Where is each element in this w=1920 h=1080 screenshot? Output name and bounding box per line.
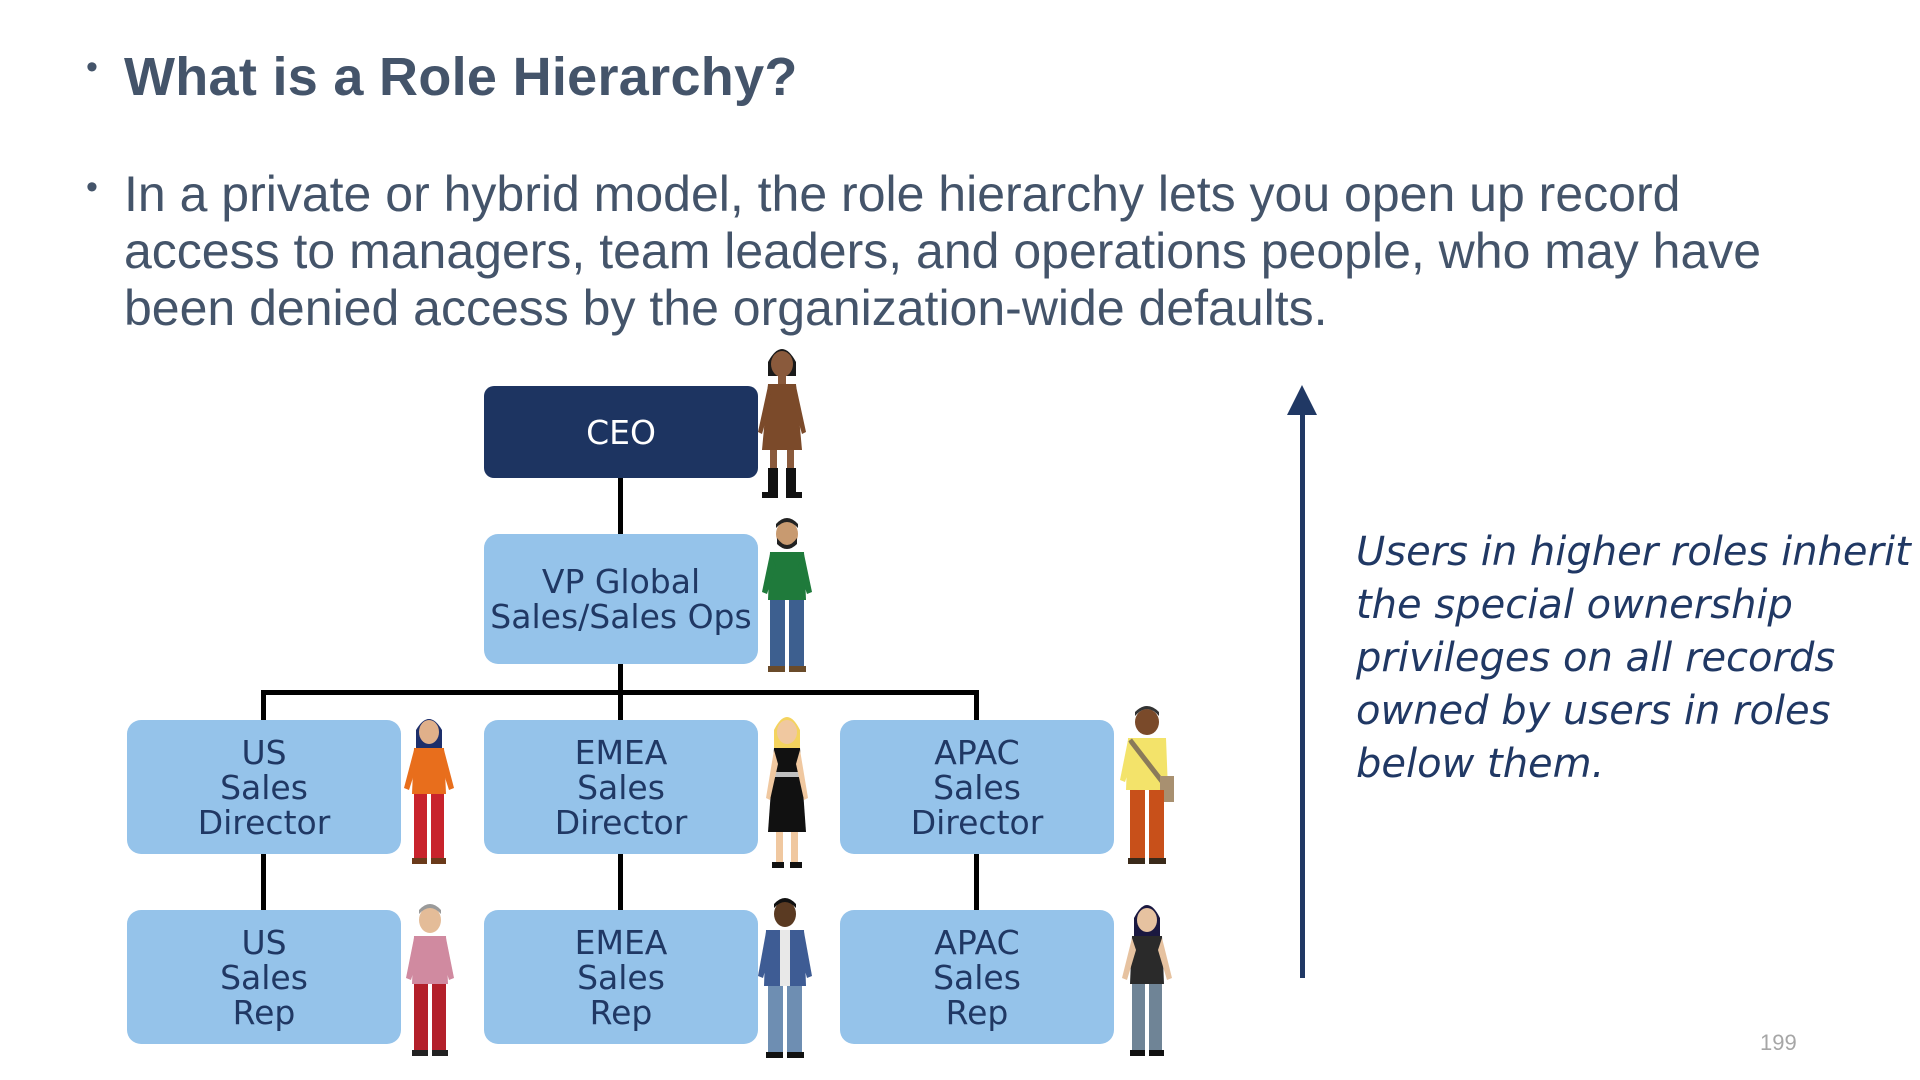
apac-rep-avatar-icon: [1122, 905, 1172, 1056]
role-box-vp: VP Global Sales/Sales Ops: [484, 534, 758, 664]
ceo-avatar-icon: [758, 349, 806, 498]
role-box-emea-rep: EMEA Sales Rep: [484, 910, 758, 1044]
connector-apac-rep: [974, 854, 979, 910]
role-label: APAC Sales Director: [910, 732, 1044, 842]
role-label: APAC Sales Rep: [933, 922, 1021, 1032]
role-box-us-director: US Sales Director: [127, 720, 401, 854]
body-bullet: • In a private or hybrid model, the role…: [86, 166, 1786, 337]
role-label: EMEA Sales Rep: [574, 922, 668, 1032]
connector-horizontal: [261, 690, 979, 695]
role-label: US Sales Director: [197, 732, 331, 842]
bullet-icon: •: [86, 48, 98, 86]
connector-us: [261, 690, 266, 720]
apac-director-avatar-icon: [1120, 706, 1174, 864]
connector-us-rep: [261, 854, 266, 910]
role-box-ceo: CEO: [484, 386, 758, 478]
role-label: CEO: [586, 412, 656, 452]
heading-bullet: • What is a Role Hierarchy?: [86, 46, 798, 108]
us-director-avatar-icon: [404, 719, 454, 864]
body-text: In a private or hybrid model, the role h…: [124, 166, 1762, 336]
role-label: EMEA Sales Director: [554, 732, 688, 842]
inheritance-callout: Users in higher roles inherit the specia…: [1356, 529, 1911, 787]
connector-ceo-vp: [618, 478, 623, 534]
bullet-icon: •: [86, 168, 98, 206]
role-label: VP Global Sales/Sales Ops: [490, 562, 752, 636]
connector-emea-rep: [618, 854, 623, 910]
emea-rep-avatar-icon: [758, 898, 812, 1058]
us-rep-avatar-icon: [406, 904, 454, 1056]
page-number: 199: [1760, 1030, 1797, 1055]
role-box-emea-director: EMEA Sales Director: [484, 720, 758, 854]
role-box-apac-director: APAC Sales Director: [840, 720, 1114, 854]
vp-avatar-icon: [762, 518, 812, 672]
role-label: US Sales Rep: [220, 922, 308, 1032]
up-arrow-shaft: [1300, 408, 1305, 978]
role-box-us-rep: US Sales Rep: [127, 910, 401, 1044]
connector-apac: [974, 690, 979, 720]
emea-director-avatar-icon: [766, 717, 808, 868]
role-box-apac-rep: APAC Sales Rep: [840, 910, 1114, 1044]
slide-title: What is a Role Hierarchy?: [124, 47, 798, 107]
